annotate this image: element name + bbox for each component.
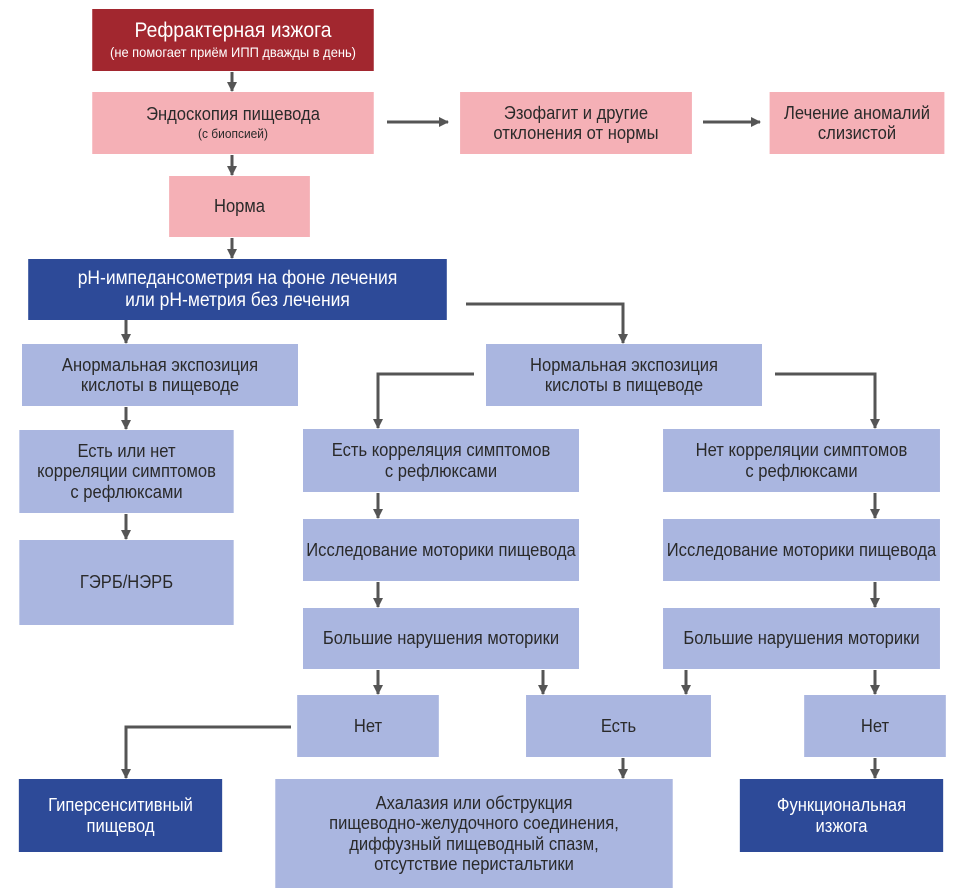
hypersensitive-line1: Гиперсенситивный [48, 795, 193, 816]
arrow-normal-corryes [373, 372, 474, 429]
arrow-ph-normal [466, 302, 628, 344]
normal-exposure-box: Нормальная экспозиция кислоты в пищеводе [486, 344, 762, 406]
no-right-text: Нет [860, 715, 890, 736]
corryes-line2: с рефлюксами [384, 460, 498, 481]
correlation-no-box: Нет корреляции симптомов с рефлюксами [663, 429, 940, 492]
achalasia-line4: отсутствие перистальтики [374, 853, 574, 874]
refractory-heartburn-box: Рефрактерная изжога (не помогает приём И… [92, 9, 374, 71]
anycorr-line2: корреляции симптомов [37, 461, 216, 482]
yes-box: Есть [526, 695, 711, 757]
treatment-line2: слизистой [817, 123, 897, 143]
normal-line2: кислоты в пищеводе [544, 375, 704, 395]
arrow-no-hypersensitive [121, 725, 291, 779]
no-left-box: Нет [297, 695, 439, 757]
functional-line1: Функциональная [776, 795, 907, 816]
corryes-line1: Есть корреляция симптомов [331, 440, 551, 461]
ph-line2: или pH-метрия без лечения [125, 289, 350, 311]
functional-heartburn-box: Функциональная изжога [739, 779, 944, 852]
endoscopy-title: Эндоскопия пищевода [146, 104, 320, 125]
correlation-yes-box: Есть корреляция симптомов с рефлюксами [303, 429, 579, 492]
no-left-text: Нет [353, 715, 383, 736]
any-correlation-box: Есть или нет корреляции симптомов с рефл… [19, 430, 234, 513]
yes-text: Есть [600, 715, 637, 736]
norm-box: Норма [169, 176, 310, 237]
normal-line1: Нормальная экспозиция [530, 354, 718, 375]
corrno-line1: Нет корреляции симптомов [695, 440, 908, 461]
endoscopy-subtitle: (с биопсией) [198, 126, 268, 142]
motility-study-right-box: Исследование моторики пищевода [663, 519, 940, 581]
abnormal-line2: кислоты в пищеводе [80, 375, 240, 395]
refractory-title: Рефрактерная изжога [134, 18, 332, 42]
esophagitis-box: Эзофагит и другие отклонения от нормы [460, 92, 692, 154]
no-right-box: Нет [804, 695, 946, 757]
motility-right-text: Исследование моторики пищевода [666, 539, 937, 560]
major-disorders-right-box: Большие нарушения моторики [663, 608, 940, 669]
anycorr-line1: Есть или нет [77, 441, 176, 462]
arrow-normal-corrno [775, 372, 880, 429]
hypersensitive-esophagus-box: Гиперсенситивный пищевод [18, 779, 223, 852]
major-left-text: Большие нарушения моторики [322, 628, 560, 649]
achalasia-line1: Ахалазия или обструкция [375, 793, 573, 814]
abnormal-exposure-box: Анормальная экспозиция кислоты в пищевод… [22, 344, 298, 406]
refractory-subtitle: (не помогает приём ИПП дважды в день) [110, 44, 356, 61]
esophagitis-line2: отклонения от нормы [493, 123, 659, 143]
mucosa-treatment-box: Лечение аномалий слизистой [769, 92, 945, 154]
ph-line1: pH-импедансометрия на фоне лечения [77, 268, 398, 290]
endoscopy-box: Эндоскопия пищевода (с биопсией) [92, 92, 374, 154]
gerd-text: ГЭРБ/НЭРБ [79, 572, 174, 593]
abnormal-line1: Анормальная экспозиция [61, 354, 259, 375]
functional-line2: изжога [815, 815, 868, 836]
ph-impedance-box: pH-импедансометрия на фоне лечения или p… [28, 259, 447, 320]
motility-left-text: Исследование моторики пищевода [306, 539, 576, 560]
achalasia-line3: диффузный пищеводный спазм, [349, 833, 599, 854]
treatment-line1: Лечение аномалий [784, 102, 930, 123]
hypersensitive-line2: пищевод [86, 815, 155, 836]
achalasia-line2: пищеводно-желудочного соединения, [329, 813, 619, 834]
major-right-text: Большие нарушения моторики [683, 628, 920, 649]
achalasia-box: Ахалазия или обструкция пищеводно-желудо… [275, 779, 673, 888]
esophagitis-line1: Эзофагит и другие [503, 102, 649, 123]
norm-text: Норма [214, 196, 265, 217]
gerd-nerd-box: ГЭРБ/НЭРБ [19, 540, 234, 625]
corrno-line2: с рефлюксами [745, 460, 858, 481]
major-disorders-left-box: Большие нарушения моторики [303, 608, 579, 669]
motility-study-left-box: Исследование моторики пищевода [303, 519, 579, 581]
anycorr-line3: с рефлюксами [70, 481, 183, 502]
